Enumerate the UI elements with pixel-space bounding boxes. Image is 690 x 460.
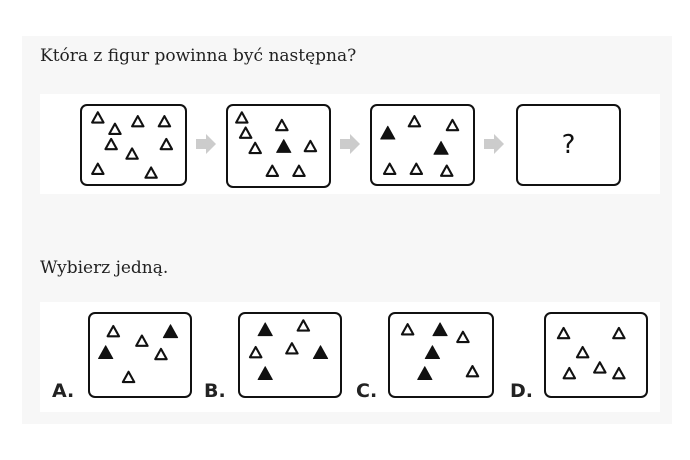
outlined-triangle-icon: [238, 126, 253, 139]
outlined-triangle-icon: [400, 323, 415, 336]
outlined-triangle-icon: [292, 164, 306, 177]
option-d[interactable]: [544, 312, 648, 398]
filled-triangle-icon: [380, 125, 396, 140]
question-mark: ?: [561, 130, 576, 160]
outlined-triangle-icon: [445, 118, 460, 132]
outlined-triangle-icon: [562, 366, 577, 380]
outlined-triangle-icon: [235, 111, 249, 124]
question-text: Która z figur powinna być następna?: [40, 46, 357, 66]
outlined-triangle-icon: [91, 162, 105, 175]
filled-triangle-icon: [424, 345, 441, 360]
outlined-triangle-icon: [456, 330, 470, 344]
outlined-triangle-icon: [285, 342, 299, 355]
option-a-label: A.: [52, 380, 75, 402]
sequence-strip: ?: [40, 94, 660, 194]
outlined-triangle-icon: [465, 365, 480, 378]
filled-triangle-icon: [432, 322, 448, 337]
outlined-triangle-icon: [303, 139, 318, 153]
outlined-triangle-icon: [159, 137, 174, 151]
option-c[interactable]: [388, 312, 494, 398]
sequence-figure-unknown: ?: [516, 104, 621, 186]
answer-options: A. B. C. D.: [40, 302, 660, 412]
instruction-text: Wybierz jedną.: [40, 258, 169, 278]
outlined-triangle-icon: [556, 326, 571, 340]
outlined-triangle-icon: [575, 345, 590, 359]
outlined-triangle-icon: [248, 345, 263, 359]
outlined-triangle-icon: [296, 319, 311, 332]
sequence-figure-3: [370, 104, 475, 186]
outlined-triangle-icon: [131, 115, 145, 128]
outlined-triangle-icon: [157, 115, 172, 128]
option-b-label: B.: [204, 380, 226, 402]
option-d-label: D.: [510, 380, 533, 402]
filled-triangle-icon: [312, 345, 329, 360]
filled-triangle-icon: [433, 140, 449, 155]
outlined-triangle-icon: [108, 122, 122, 136]
right-arrow-icon: [340, 134, 360, 154]
outlined-triangle-icon: [121, 370, 136, 384]
question-panel: Która z figur powinna być następna? ? Wy…: [22, 36, 672, 424]
outlined-triangle-icon: [265, 164, 280, 177]
outlined-triangle-icon: [407, 115, 422, 128]
filled-triangle-icon: [276, 139, 292, 153]
filled-triangle-icon: [417, 366, 433, 381]
option-b[interactable]: [238, 312, 342, 398]
outlined-triangle-icon: [144, 166, 158, 179]
filled-triangle-icon: [98, 345, 114, 360]
outlined-triangle-icon: [612, 326, 626, 340]
outlined-triangle-icon: [612, 366, 626, 380]
outlined-triangle-icon: [91, 111, 105, 124]
outlined-triangle-icon: [248, 141, 262, 155]
outlined-triangle-icon: [135, 334, 149, 347]
outlined-triangle-icon: [409, 162, 424, 175]
outlined-triangle-icon: [106, 324, 121, 338]
outlined-triangle-icon: [125, 147, 139, 160]
sequence-figure-2: [226, 104, 331, 188]
outlined-triangle-icon: [104, 137, 118, 151]
filled-triangle-icon: [257, 366, 273, 381]
right-arrow-icon: [484, 134, 504, 154]
sequence-figure-1: [80, 104, 187, 186]
outlined-triangle-icon: [593, 361, 607, 374]
outlined-triangle-icon: [440, 164, 454, 177]
outlined-triangle-icon: [275, 118, 289, 132]
right-arrow-icon: [196, 134, 216, 154]
outlined-triangle-icon: [382, 162, 397, 175]
outlined-triangle-icon: [154, 347, 168, 361]
filled-triangle-icon: [162, 324, 179, 339]
option-a[interactable]: [88, 312, 192, 398]
filled-triangle-icon: [257, 322, 273, 337]
option-c-label: C.: [356, 380, 378, 402]
